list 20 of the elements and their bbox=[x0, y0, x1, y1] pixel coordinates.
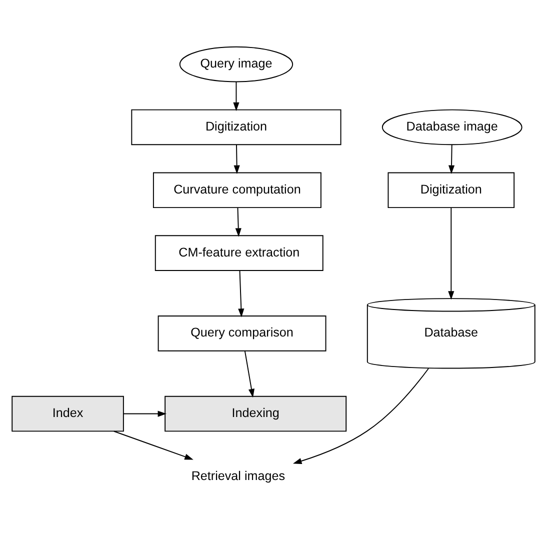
arrow bbox=[292, 368, 429, 464]
arrow bbox=[235, 207, 242, 237]
node-box: Digitization bbox=[131, 109, 342, 146]
arrow bbox=[234, 144, 240, 174]
node-box: Indexing bbox=[164, 396, 347, 432]
node-box: Curvature computation bbox=[152, 172, 322, 208]
node-box: Index bbox=[12, 396, 124, 432]
arrow bbox=[233, 81, 240, 112]
arrow bbox=[238, 270, 244, 318]
arrow bbox=[448, 144, 455, 174]
arrow bbox=[244, 350, 254, 398]
node-box: CM-feature extraction bbox=[154, 235, 324, 271]
arrow bbox=[448, 207, 454, 300]
node-box: Query comparison bbox=[158, 316, 326, 352]
node-box: Digitization bbox=[388, 172, 515, 208]
arrow bbox=[113, 430, 194, 460]
node-text: Retrieval images bbox=[191, 468, 286, 483]
arrow bbox=[123, 410, 167, 417]
node-ellipse: Database image bbox=[382, 109, 522, 146]
node-ellipse: Query image bbox=[179, 46, 294, 82]
